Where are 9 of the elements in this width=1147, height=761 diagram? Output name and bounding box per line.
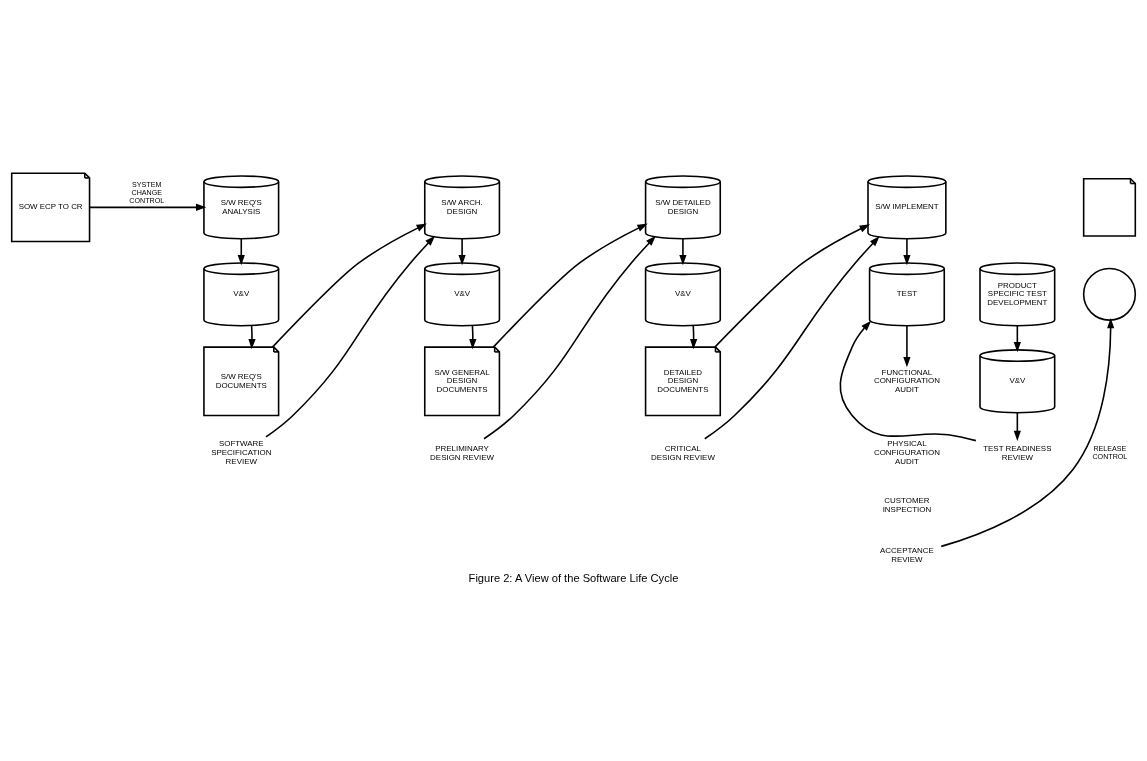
- node-text: PRELIMINARY DESIGN REVIEW: [430, 443, 495, 462]
- node-text: CRITICAL DESIGN REVIEW: [650, 443, 715, 462]
- node-text: SOFTWARE SPECIFICATION REVIEW: [211, 439, 272, 466]
- node-text: ACCEPTANCE REVIEW: [880, 545, 934, 564]
- node-text: TEST READINESS REVIEW: [983, 443, 1052, 462]
- node-text: FUNCTIONAL CONFIGURATION AUDIT: [873, 367, 940, 395]
- node-text: CUSTOMER INSPECTION: [882, 495, 932, 514]
- node-text: PHYSICAL CONFIGURATION AUDIT: [873, 439, 940, 466]
- caption: Figure 2: A View of the Software Life Cycle: [468, 571, 679, 584]
